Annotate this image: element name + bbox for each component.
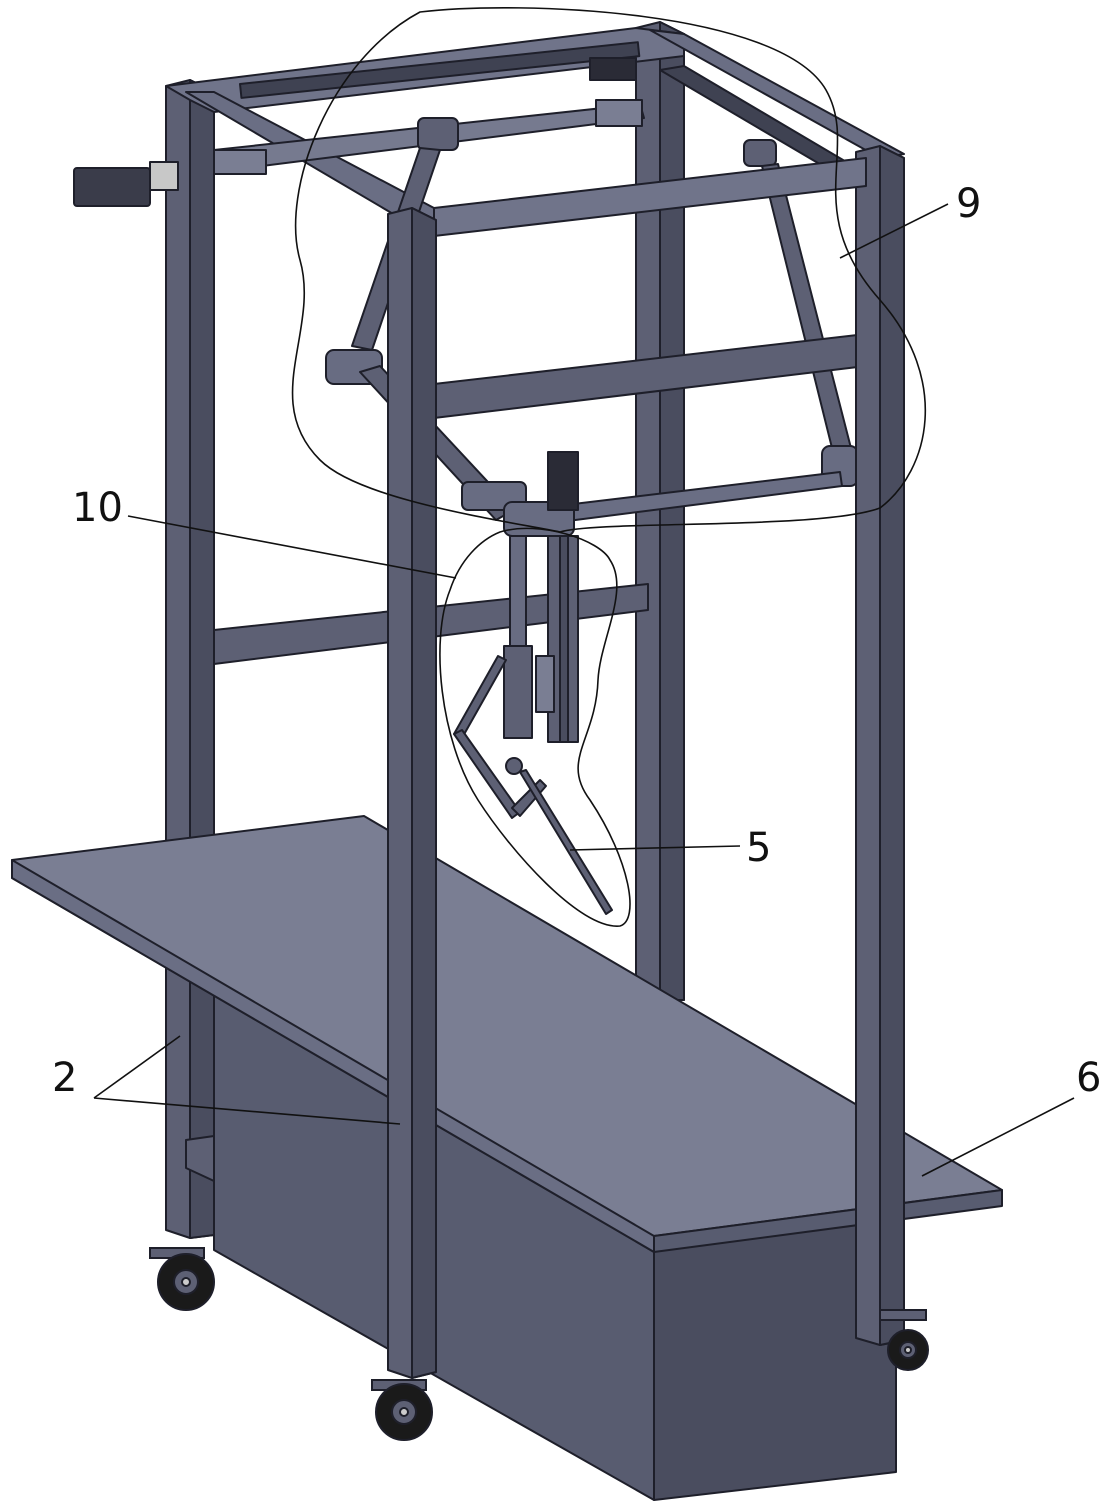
leader-9 bbox=[839, 203, 949, 259]
wheel-front-left bbox=[371, 1379, 433, 1441]
region-outlines bbox=[291, 6, 927, 927]
label-10: 10 bbox=[72, 485, 123, 531]
leader-10 bbox=[127, 515, 457, 579]
table bbox=[11, 815, 1003, 1501]
leader-lines bbox=[93, 203, 1075, 1177]
label-2: 2 bbox=[52, 1055, 78, 1101]
leader-6 bbox=[921, 1097, 1075, 1177]
label-9: 9 bbox=[956, 181, 982, 227]
top-right-beam bbox=[649, 29, 905, 159]
side-handle bbox=[73, 167, 151, 207]
wheel-back-left bbox=[149, 1247, 215, 1311]
leader-2a bbox=[93, 1035, 181, 1099]
leader-5 bbox=[569, 845, 741, 851]
label-6: 6 bbox=[1076, 1055, 1102, 1101]
front-frame bbox=[73, 145, 905, 1379]
region-5-outline bbox=[439, 527, 631, 927]
region-9-outline bbox=[291, 6, 927, 533]
label-5: 5 bbox=[746, 825, 772, 871]
caster-wheels bbox=[149, 1247, 929, 1441]
wheel-front-right bbox=[879, 1309, 929, 1371]
tool-assembly bbox=[453, 535, 613, 915]
leader-2b bbox=[93, 1097, 401, 1125]
